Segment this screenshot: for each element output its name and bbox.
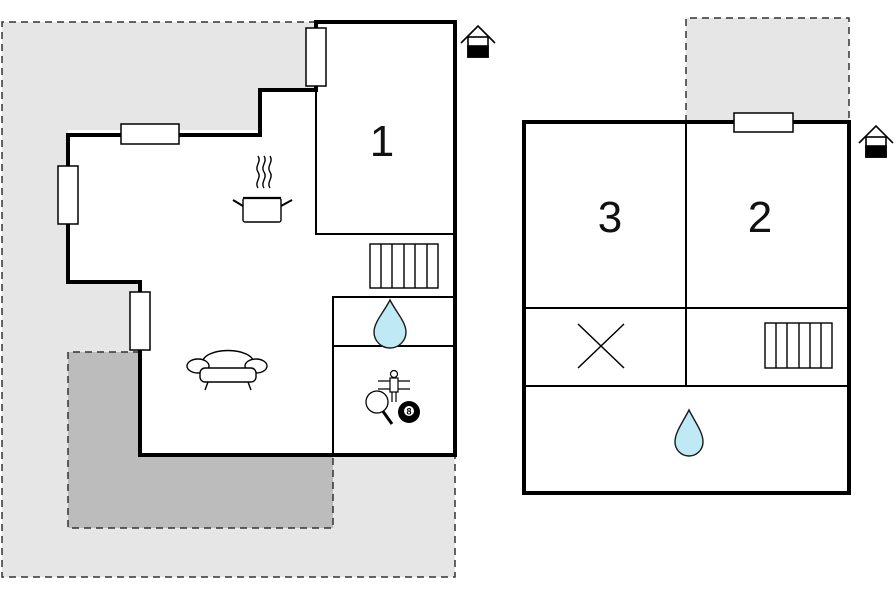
window [120,123,180,145]
house-entrance-icon [460,24,496,58]
water-drop-icon [674,408,704,457]
stairs-icon [764,322,833,369]
ping-pong-icon [365,390,394,425]
window [733,112,794,133]
table-football-icon [378,369,410,402]
billiard-8-ball-icon: 8 [398,401,420,423]
svg-text:8: 8 [406,407,411,417]
window [305,27,327,87]
water-drop-icon [373,298,407,349]
kitchen-pot-icon [232,155,293,223]
covered-terrace-left [67,351,334,529]
windows-left [57,27,327,351]
room-number: 3 [598,193,622,242]
window [129,291,151,351]
terrace-area-right [685,17,850,122]
cross-icon [577,323,625,369]
right-building-interior-walls [524,122,849,387]
room-number: 1 [370,117,394,166]
stairs-icon [369,243,439,289]
sofa-icon [186,349,268,391]
window [57,165,79,225]
room-number: 2 [748,193,772,242]
house-entrance-icon [858,124,894,158]
